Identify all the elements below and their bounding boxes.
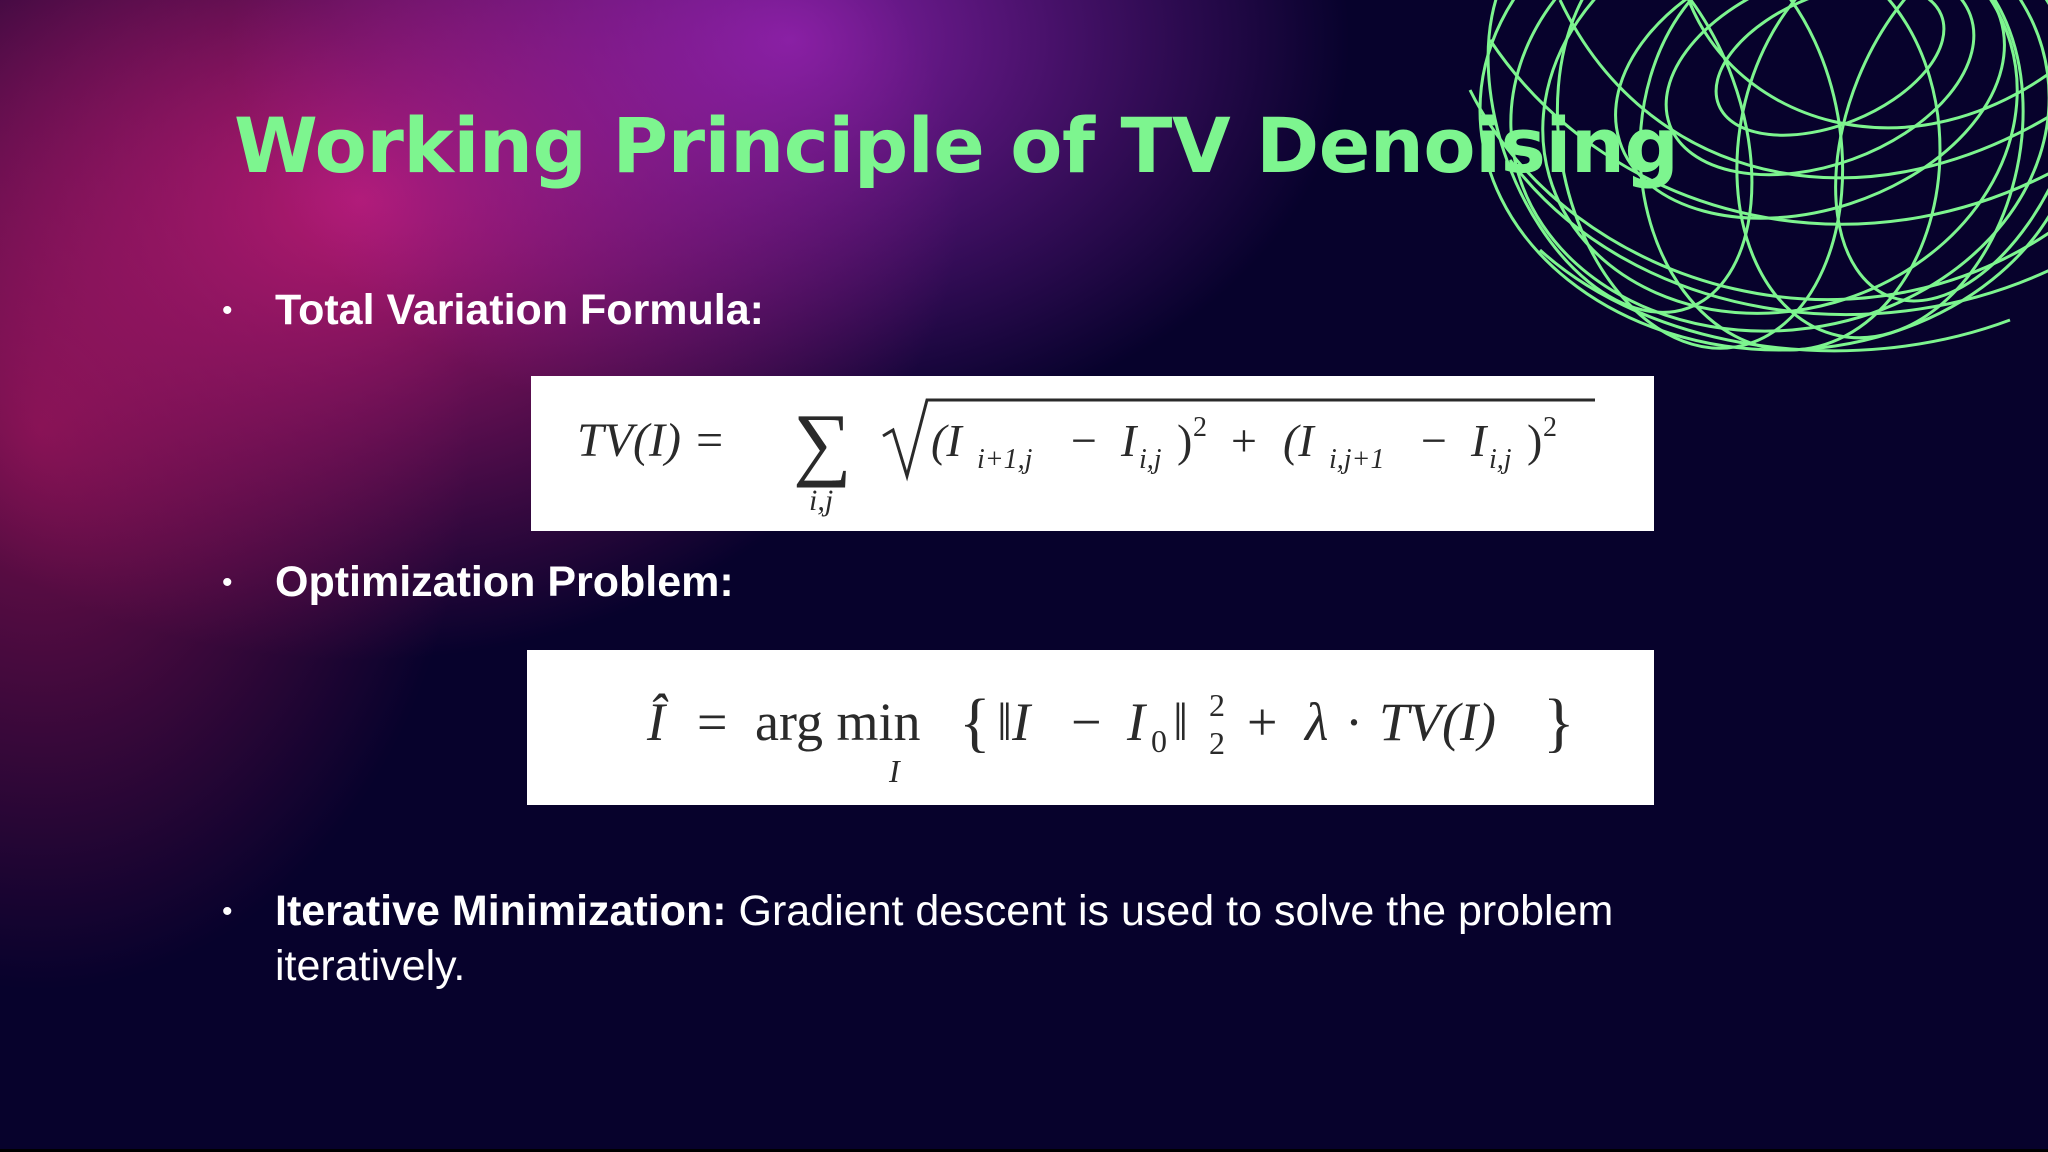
term2-square: 2 — [1543, 412, 1557, 443]
dot-operator: · — [1345, 692, 1363, 752]
term1-b: I — [1120, 415, 1139, 466]
term2-close: ) — [1527, 415, 1542, 466]
norm-close: ‖ — [1173, 692, 1188, 752]
bullet-marker: • — [222, 895, 233, 928]
term1-b-subscript: i,j — [1139, 444, 1162, 475]
term2-minus: − — [1421, 415, 1447, 466]
bullet-marker: • — [222, 566, 233, 599]
tv-formula: TV(I) = ∑ i,j (I i+1,j − I i,j ) 2 + (I … — [577, 397, 1595, 517]
bullet-iterative: • Iterative Minimization: Gradient desce… — [222, 884, 1782, 994]
bullet-marker: • — [222, 294, 233, 327]
term2-subscript: i,j+1 — [1329, 444, 1384, 475]
term1-subscript: i+1,j — [977, 444, 1033, 475]
i-zero-subscript: 0 — [1151, 723, 1167, 759]
norm-subscript: 2 — [1209, 725, 1225, 761]
term2-b: I — [1470, 415, 1489, 466]
term2-open: (I — [1283, 415, 1316, 466]
term2-b-subscript: i,j — [1489, 444, 1512, 475]
wireframe-torus-icon — [1468, 0, 2048, 353]
bullet-heading: Total Variation Formula: — [275, 286, 764, 334]
term1-close: ) — [1177, 415, 1192, 466]
sum-symbol: ∑ — [793, 397, 851, 488]
i-hat: Î — [646, 692, 669, 752]
tv-formula-image: TV(I) = ∑ i,j (I i+1,j − I i,j ) 2 + (I … — [531, 376, 1654, 531]
minus-sign: − — [1071, 692, 1101, 752]
slide-title: Working Principle of TV Denoising — [234, 101, 1679, 190]
bullet-optimization: • Optimization Problem: — [222, 555, 1782, 610]
plus-sign: + — [1247, 692, 1277, 752]
bullet-heading: Optimization Problem: — [275, 558, 734, 606]
plus-sign: + — [1231, 415, 1257, 466]
sqrt-symbol — [882, 398, 1595, 482]
brace-open: { — [959, 686, 991, 759]
norm-open: ‖I — [997, 692, 1033, 752]
lambda-symbol: λ — [1303, 692, 1328, 752]
bullet-total-variation: • Total Variation Formula: — [222, 283, 1782, 338]
argmin-operator: arg min — [755, 692, 920, 752]
bullet-body: Gradient descent is used to solve the pr… — [275, 887, 1614, 990]
tv-term: TV(I) — [1379, 692, 1496, 752]
equals-sign: = — [697, 692, 727, 752]
term1-open: (I — [931, 415, 964, 466]
brace-close: } — [1543, 686, 1575, 759]
sum-subscript: i,j — [809, 484, 833, 517]
optimization-formula: Î = arg min I { ‖I − I 0 ‖ 2 2 + λ · TV(… — [646, 686, 1575, 789]
optimization-formula-image: Î = arg min I { ‖I − I 0 ‖ 2 2 + λ · TV(… — [527, 650, 1654, 805]
term1-square: 2 — [1193, 412, 1207, 443]
norm-superscript: 2 — [1209, 687, 1225, 723]
i-zero: I — [1126, 692, 1148, 752]
term1-minus: − — [1071, 415, 1097, 466]
bullet-heading: Iterative Minimization: — [275, 887, 727, 935]
tv-lhs: TV(I) = — [577, 414, 725, 467]
argmin-subscript: I — [888, 753, 901, 789]
